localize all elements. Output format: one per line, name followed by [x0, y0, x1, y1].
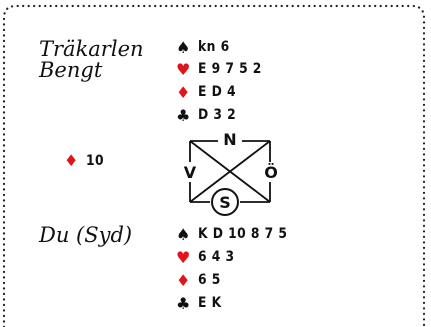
opening-lead: ♦ 10 [64, 151, 106, 170]
south-hand-diamonds: ♦ 6 5 [176, 269, 224, 291]
compass-diagram: N V Ö S [184, 130, 278, 216]
south-spade-cards: K D 10 8 7 5 [198, 226, 288, 242]
club-icon: ♣ [176, 105, 191, 125]
north-hand-clubs: ♣ D 3 2 [176, 104, 241, 126]
spade-icon: ♠ [176, 37, 191, 57]
north-player-name-line2: Bengt [39, 58, 103, 82]
south-hand-clubs: ♣ E K [176, 292, 225, 314]
south-hand-hearts: ♥ 6 4 3 [176, 246, 239, 268]
north-spade-cards: kn 6 [198, 39, 230, 55]
north-diamond-cards: E D 4 [198, 84, 237, 100]
diamond-icon: ♦ [176, 82, 191, 102]
south-player-name: Du (Syd) [39, 223, 133, 247]
north-player-name-line1: Träkarlen [39, 37, 144, 61]
opening-lead-card: 10 [86, 152, 105, 169]
heart-icon: ♥ [176, 247, 191, 267]
heart-icon: ♥ [176, 59, 191, 79]
south-diamond-cards: 6 5 [198, 272, 221, 288]
north-hand-hearts: ♥ E 9 7 5 2 [176, 58, 271, 80]
diamond-icon: ♦ [176, 270, 191, 290]
compass-south-label: S [219, 193, 231, 212]
north-hand-spades: ♠ kn 6 [176, 36, 234, 58]
south-club-cards: E K [198, 295, 222, 311]
compass-west-label: V [184, 163, 197, 182]
north-hand-diamonds: ♦ E D 4 [176, 81, 241, 103]
south-heart-cards: 6 4 3 [198, 249, 235, 265]
spade-icon: ♠ [176, 224, 191, 244]
south-hand-spades: ♠ K D 10 8 7 5 [176, 223, 300, 245]
diamond-icon: ♦ [64, 151, 79, 170]
compass-north-label: N [223, 130, 236, 149]
compass-east-label: Ö [264, 163, 278, 182]
north-club-cards: D 3 2 [198, 107, 237, 123]
north-heart-cards: E 9 7 5 2 [198, 61, 262, 77]
club-icon: ♣ [176, 293, 191, 313]
